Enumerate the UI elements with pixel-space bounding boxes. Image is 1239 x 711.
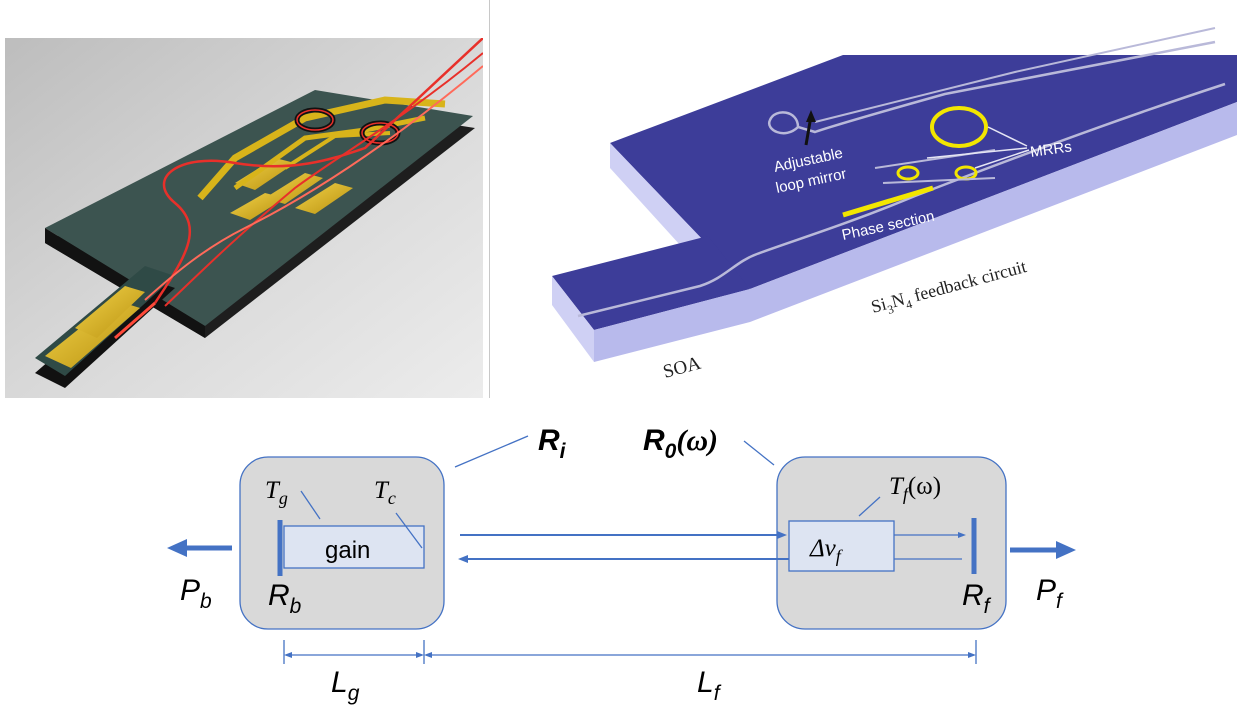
front-power-label: Pf [1036, 574, 1064, 613]
mrr-label: MRRs [1029, 138, 1073, 161]
feedback-reflectivity-label: R0(ω) [643, 424, 718, 463]
panel-divider [489, 0, 490, 398]
soa-label: SOA [661, 353, 703, 383]
back-power-label: Pb [180, 574, 212, 613]
gain-label: gain [325, 537, 370, 564]
gain-element [283, 525, 425, 569]
interface-reflectivity-label: Ri [538, 424, 567, 463]
front-reflectivity-label: Rf [962, 579, 992, 618]
coupling-transmission-label: Tc [374, 477, 396, 508]
filter-transmission-label: Tf(ω) [889, 473, 941, 504]
feedback-length-label: Lf [697, 666, 722, 705]
filter-element [788, 520, 895, 572]
chip-render-image [5, 37, 484, 398]
gain-transmission-label: Tg [265, 477, 288, 508]
cavity-schematic: Ri R0(ω) Tg Tc gain Tf(ω) Δνf Pb Rb Rf P… [0, 398, 1239, 706]
filter-bandwidth-label: Δνf [809, 535, 844, 566]
back-reflectivity-label: Rb [268, 579, 302, 618]
gain-length-label: Lg [331, 666, 360, 705]
feedback-chip-illustration: Adjustable loop mirror MRRs Phase sectio… [495, 0, 1239, 398]
